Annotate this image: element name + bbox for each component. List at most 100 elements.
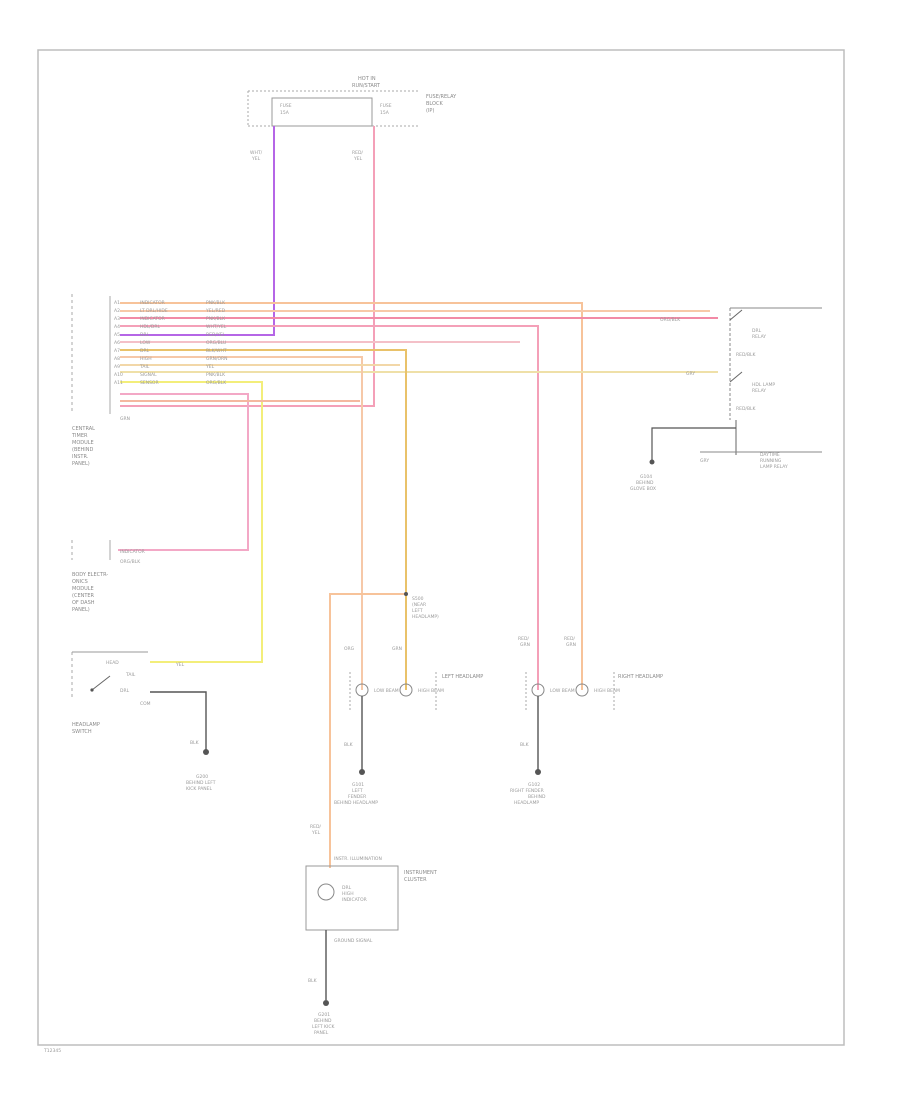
fuse-side-3: (IP) [426,108,434,114]
lh-fil-1: LOW BEAM [374,688,399,694]
ctm-pin-name-3: HDL/DRL [140,324,160,330]
bem-label-1: BODY ELECTR- [72,572,108,578]
bem-label-5: OF DASH [72,600,95,606]
wire-purple [120,126,275,336]
ic-gnd-1: G201 [318,1012,330,1018]
lh-gnd-1: G101 [352,782,364,788]
ctm-pin-0: A1 [114,300,120,306]
relay-mid-2: RELAY [752,388,766,394]
relay-top-1: DRL [752,328,762,334]
hsw-label-1: HEADLAMP [72,722,100,728]
lh-gnd-4: BEHIND HEADLAMP [334,800,378,806]
rh-high-bulb-icon [575,683,589,697]
ctm-pin-color-7: GRN/ORN [206,356,228,362]
rh-wire-2: GRN [520,642,530,648]
wire-right-2: YEL [353,156,363,162]
bem-label-3: MODULE [72,586,94,592]
ctm-pin-name-0: INDICATOR [140,300,165,306]
ctm-pin-color-0: PNK/BLK [206,300,226,306]
relay-gnd-1: G104 [640,474,652,480]
ctm-pin-color-3: WHT/YEL [206,324,227,330]
hsw-gnd-2: BEHIND LEFT [186,780,216,786]
rh-wire-4: GRN [566,642,576,648]
rh-gnd-1: G102 [528,782,540,788]
relay-top-2: RELAY [752,334,766,340]
wire-pink-bem [118,393,249,551]
bem-label-6: PANEL) [72,607,90,613]
wire-orange-a1 [120,302,583,690]
splice-3: LEFT [412,608,423,614]
ctm-pin-name-1: LT DRL/HIDE [140,308,168,314]
relay-gnd-3: GLOVE BOX [630,486,656,492]
fuse-left-1: FUSE [280,103,292,109]
bem-pin: INDICATOR [120,549,145,555]
left-headlamp: S500 (NEAR LEFT HEADLAMP) ORG GRN LOW BE… [334,592,483,806]
ctm-pin-color-8: YEL [205,364,215,370]
ic-wire-2: YEL [311,830,321,836]
fuse-block: HOT IN RUN/START FUSE 15A FUSE 15A FUSE/… [247,76,457,162]
rh-ground-icon [535,769,541,775]
rh-fil-2: HIGH BEAM [594,688,620,694]
splice-1: S500 [412,596,424,602]
relay-label-1: DAYTIME [760,452,780,458]
ctm-pin-name-6: DRL [140,348,150,354]
ctm-label-2: TIMER [71,433,88,439]
footer-code: T12345 [43,1048,61,1054]
relay-label-2: RUNNING [760,458,782,464]
wire-pink-rh [120,325,539,690]
ctm-pin-color-10: ORG/BLK [206,380,227,386]
ctm-pin-name-5: LOW [140,340,151,346]
ic-gnd-2: BEHIND [314,1018,332,1024]
hsw-label-2: SWITCH [72,729,92,735]
relay-contact-2 [729,371,743,383]
fuse-block-title-2: RUN/START [352,83,381,89]
wire-gold-lh [120,349,407,690]
wire-left-1: WHT/ [250,150,263,156]
lh-wire-1: ORG [344,646,355,652]
ctm-pin-5: A6 [114,340,120,346]
ctm-pin-2: A3 [114,316,120,322]
hsw-contact [91,675,111,691]
ctm-pin-name-10: SENSOR [140,380,159,386]
ctm-pin-10: A11 [114,380,123,386]
rh-gnd-2: RIGHT FENDER [510,788,544,794]
ctm-label-1: CENTRAL [72,426,95,432]
fuse-right-1: FUSE [380,103,392,109]
ic-bulb-2: HIGH [342,891,354,897]
hsw-drl: DRL [120,688,130,694]
ctm-label-5: INSTR. [72,454,89,460]
ic-gnd-color: BLK [308,978,318,984]
rh-fil-1: LOW BEAM [550,688,575,694]
hsw-wire-out: YEL [175,662,185,668]
fuse-rect [271,97,373,127]
ic-gnd-4: PANEL [314,1030,329,1036]
ic-ground-icon [323,1000,329,1006]
ic-gnd-3: LEFT KICK [312,1024,335,1030]
ic-pin-top: INSTR. ILLUMINATION [334,856,382,862]
wire-right-1: RED/ [352,150,363,156]
relay-ground-icon [649,459,655,465]
ic-bulb-icon [317,883,335,901]
hsw-com: COM [140,701,151,707]
ctm-label-3: MODULE [72,440,94,446]
lh-fil-2: HIGH BEAM [418,688,444,694]
ctm-pin-color-4: RED/YEL [206,332,226,338]
lh-wire-2: GRN [392,646,402,652]
right-headlamp: RED/ GRN RED/ GRN LOW BEAM HIGH BEAM RIG… [510,636,663,806]
relay-wire1: ORG/BLK [660,317,681,323]
splice-2: (NEAR [412,602,426,608]
relay-coil-1: RED/BLK [736,352,757,358]
ic-pin-bottom: GROUND SIGNAL [334,938,373,944]
lh-high-bulb-icon [399,683,413,697]
hsw-ground-icon [203,749,209,755]
ctm-pin-name-4: DRL [140,332,150,338]
ctm-pin-7: A8 [114,356,120,362]
drl-relay: DRL RELAY RED/BLK HDL LAMP RELAY RED/BLK… [630,307,822,492]
fuse-side-1: FUSE/RELAY [426,94,457,100]
ctm-pin-color-6: BLK/WHT [206,348,227,354]
instrument-cluster: RED/ YEL INSTR. ILLUMINATION DRL HIGH IN… [305,824,438,1036]
ic-label-1: INSTRUMENT [404,870,438,876]
hsw-gnd-1: G200 [196,774,208,780]
